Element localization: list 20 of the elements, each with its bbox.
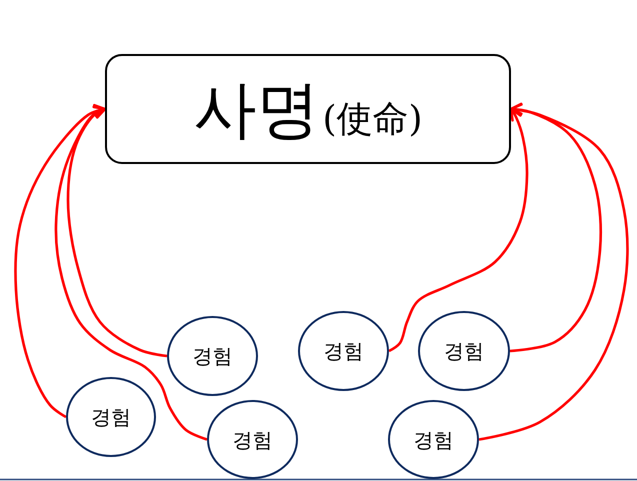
ellipse-node <box>298 311 389 391</box>
node-label: 경험 <box>324 341 364 361</box>
ellipse-node <box>388 400 479 479</box>
node-label: 경험 <box>414 430 454 450</box>
node-label: 경험 <box>444 341 484 361</box>
ellipse-node <box>418 311 510 391</box>
curved-arrow <box>510 102 602 352</box>
ellipse-node <box>167 316 258 396</box>
curved-arrow <box>54 105 208 441</box>
rounded-rect-node <box>105 54 511 164</box>
node-label: 경험 <box>232 430 272 450</box>
curved-arrow <box>478 103 629 441</box>
node-label: 경험 <box>192 346 232 366</box>
ellipse-node <box>207 400 298 479</box>
ellipse-node <box>66 377 156 457</box>
title-text: 사명 <box>193 78 320 140</box>
annotation-text: (使命) <box>322 102 423 138</box>
curved-arrow <box>66 106 168 358</box>
curved-arrow <box>14 104 106 418</box>
node-label: 경험 <box>91 407 131 427</box>
